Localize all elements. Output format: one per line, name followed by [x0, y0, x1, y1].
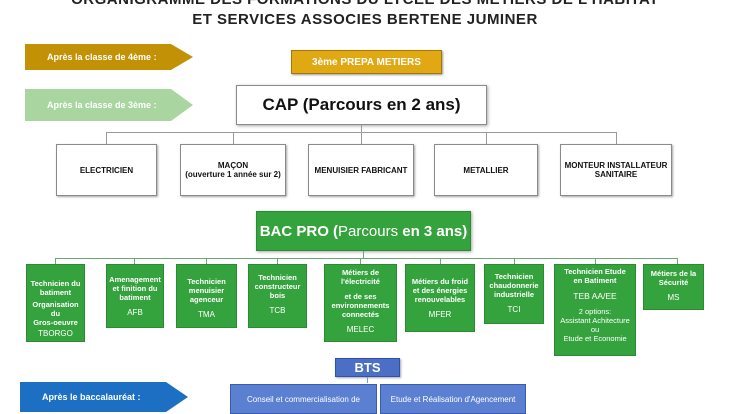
cap-item-monteur-installateur: MONTEUR INSTALLATEUR SANITAIRE: [560, 144, 672, 196]
bacpro-item-abbrev: MFER: [428, 310, 452, 319]
bacpro-item-line: en Batiment: [573, 276, 617, 285]
bacpro-item-line: chaudonnerie: [489, 281, 539, 290]
bacpro-item-line: Organisation du: [32, 299, 79, 318]
bacpro-item-line: constructeur: [254, 282, 301, 291]
bacpro-item-line: Sécurité: [658, 278, 689, 287]
bacpro-item-line: menuisier: [188, 286, 225, 295]
bts-title-box: BTS: [335, 358, 400, 377]
bacpro-item-abbrev: MS: [667, 293, 680, 302]
bacpro-item-tcb: Technicien constructeur bois TCB: [248, 264, 307, 328]
bacpro-item-line: et finition du: [112, 284, 158, 293]
cap-item-label: MONTEUR INSTALLATEUR: [564, 161, 668, 170]
bacpro-item-line: Technicien: [494, 272, 534, 281]
bacpro-connector-7: [514, 258, 515, 264]
bacpro-title-part2: Parcours: [338, 222, 403, 240]
bacpro-item-tma: Technicien menuisier agenceur TMA: [176, 264, 237, 328]
bacpro-connector-3: [206, 258, 207, 264]
bacpro-item-line: environnements: [331, 301, 390, 310]
cap-item-label: MAÇON: [217, 161, 249, 170]
bacpro-item-line: renouvelables: [414, 295, 466, 304]
bacpro-connector-5: [360, 258, 361, 264]
bacpro-item-line: batiment: [39, 288, 72, 297]
bacpro-connector-h: [55, 258, 678, 259]
cap-item-label: MENUISIER FABRICANT: [314, 165, 408, 175]
bacpro-item-line: Amenagement: [109, 275, 161, 284]
bacpro-connector-4: [277, 258, 278, 264]
cap-item-macon: MAÇON (ouverture 1 année sur 2): [180, 144, 286, 196]
prepa-metiers-box: 3ème PREPA METIERS: [291, 50, 442, 74]
arrow-after-3eme: Après la classe de 3ème :: [25, 89, 193, 121]
bacpro-item-line: connectés: [341, 310, 380, 319]
cap-connector-1: [106, 132, 107, 144]
bacpro-item-line: l'électricité: [341, 277, 380, 286]
bacpro-item-melec: Métiers de l'électricité et de ses envir…: [324, 264, 397, 342]
bacpro-item-abbrev: TEB AA/EE: [573, 291, 617, 301]
bacpro-item-line: agenceur: [189, 295, 224, 304]
bacpro-item-option: Assistant Achitecture: [560, 316, 630, 326]
bacpro-item-line: Technicien: [258, 273, 297, 282]
bacpro-item-mfer: Métiers du froid et des énergies renouve…: [405, 264, 475, 332]
bacpro-item-option: 2 options:: [578, 307, 612, 317]
bacpro-item-line: et de ses: [344, 292, 377, 301]
cap-connector-4: [486, 132, 487, 144]
cap-item-metallier: METALLIER: [434, 144, 538, 196]
bacpro-item-abbrev: AFB: [127, 308, 143, 317]
bacpro-item-tborgo: Technicien du batiment Organisation du G…: [26, 264, 85, 342]
bacpro-item-teb: Technicien Etude en Batiment TEB AA/EE 2…: [554, 264, 636, 356]
chart-title-line2: ET SERVICES ASSOCIES BERTENE JUMINER: [192, 11, 538, 28]
bacpro-item-abbrev: TCB: [269, 306, 286, 315]
bacpro-item-line: industrielle: [493, 290, 534, 299]
arrow-after-4eme: Après la classe de 4ème :: [25, 44, 193, 70]
bacpro-title-box: BAC PRO (Parcours en 3 ans): [256, 211, 471, 251]
bacpro-item-ms: Métiers de la Sécurité MS: [643, 264, 704, 310]
cap-title-box: CAP (Parcours en 2 ans): [236, 85, 487, 125]
cap-connector-v: [361, 125, 362, 132]
bacpro-item-line: bois: [269, 291, 286, 300]
bts-item-conseil: Conseil et commercialisation de: [230, 384, 377, 414]
bacpro-connector-v: [363, 251, 364, 258]
bts-item-label: Etude et Réalisation d'Agencement: [390, 395, 516, 404]
arrow-after-bac: Après le baccalauréat :: [20, 382, 188, 412]
bacpro-item-afb: Amenagement et finition du batiment AFB: [106, 264, 164, 328]
cap-connector-3: [361, 132, 362, 144]
bacpro-connector-6: [440, 258, 441, 264]
bacpro-item-option: Etude et Economie: [563, 334, 627, 344]
bacpro-item-abbrev: TMA: [198, 310, 215, 319]
bts-item-etude: Etude et Réalisation d'Agencement: [380, 384, 526, 414]
cap-item-sublabel: (ouverture 1 année sur 2): [185, 170, 281, 179]
cap-item-label: METALLIER: [463, 165, 509, 175]
cap-item-electricien: ELECTRICIEN: [56, 144, 157, 196]
bacpro-item-line: Métiers de la: [650, 269, 697, 278]
bacpro-connector-2: [134, 258, 135, 264]
bacpro-item-abbrev: TCI: [507, 305, 521, 314]
cap-item-menuisier-fabricant: MENUISIER FABRICANT: [308, 144, 414, 196]
bacpro-title-part3: en 3 ans): [402, 222, 468, 240]
bacpro-item-option: ou: [590, 325, 600, 335]
bacpro-item-tci: Technicien chaudonnerie industrielle TCI: [484, 264, 544, 324]
bts-connector: [367, 377, 368, 383]
bacpro-connector-8: [595, 258, 596, 264]
cap-item-label: ELECTRICIEN: [79, 165, 134, 175]
bacpro-connector-1: [55, 258, 56, 264]
bacpro-item-line: Métiers de: [341, 268, 380, 277]
bacpro-item-line: et des énergies: [412, 286, 468, 295]
bacpro-title-part1: BAC PRO (: [259, 222, 339, 240]
cap-connector-5: [616, 132, 617, 144]
bacpro-item-abbrev: MELEC: [346, 325, 375, 334]
bacpro-item-line: Technicien Etude: [564, 267, 626, 276]
bacpro-item-line: Technicien du: [30, 279, 81, 288]
bacpro-connector-9: [677, 258, 678, 264]
chart-title-line1: ORGANIGRAMME DES FORMATIONS DU LYCÉE DES…: [0, 0, 730, 8]
bacpro-item-line: batiment: [119, 293, 151, 302]
bacpro-item-abbrev: TBORGO: [38, 329, 73, 339]
cap-connector-2: [233, 132, 234, 144]
bts-item-label: Conseil et commercialisation de: [247, 395, 360, 404]
bacpro-item-line: Gros-oeuvre: [33, 317, 78, 327]
bacpro-item-line: Technicien: [187, 277, 226, 286]
cap-item-sublabel: SANITAIRE: [594, 170, 638, 179]
bacpro-item-line: Métiers du froid: [411, 277, 469, 286]
